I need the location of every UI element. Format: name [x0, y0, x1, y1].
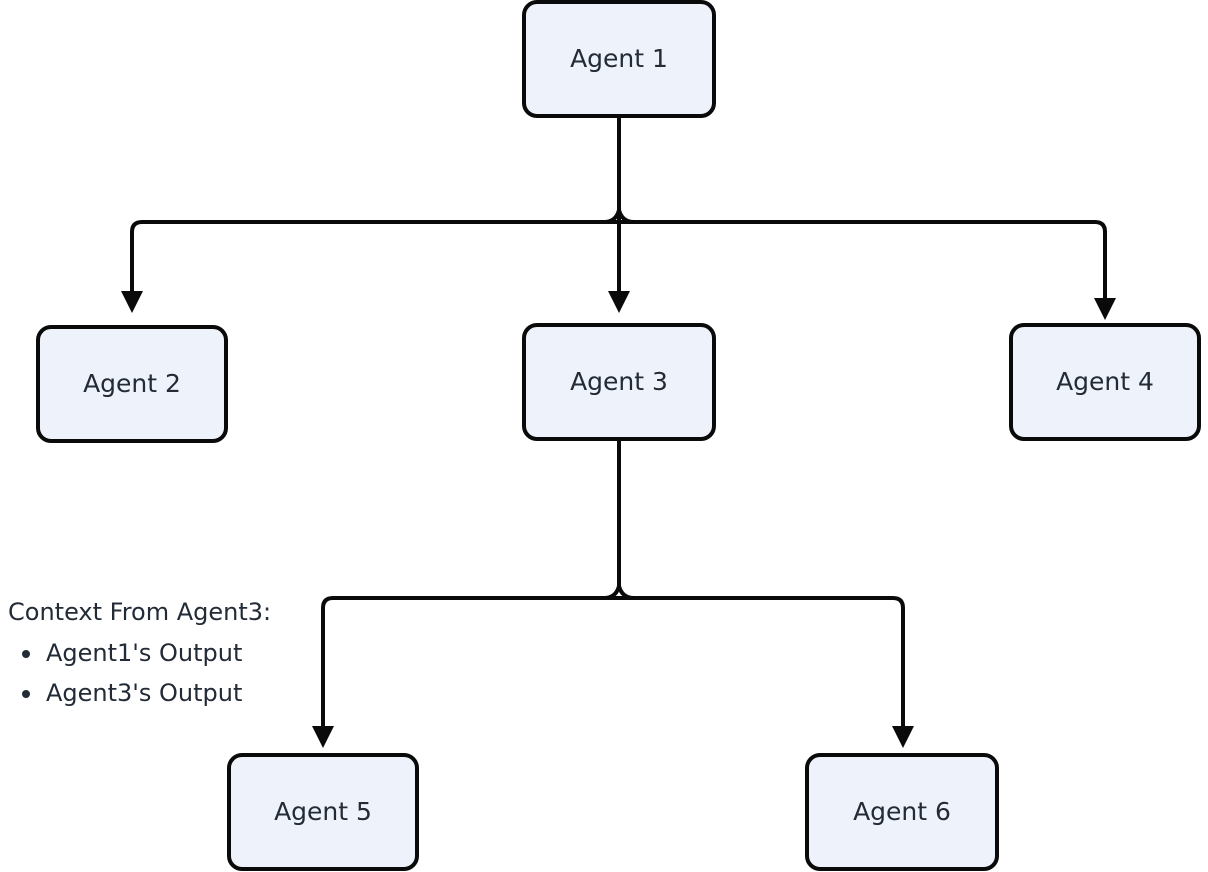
edge-agent3-agent5-arrowhead — [312, 726, 334, 748]
edge-junctions-layer — [603, 208, 635, 600]
edge-agent1-agent3-arrowhead — [608, 291, 630, 313]
node-agent2-shape[interactable] — [36, 325, 228, 443]
node-agent3[interactable]: Agent 3 — [522, 323, 716, 441]
junction-agent1-split — [603, 208, 635, 224]
edge-agent1-agent4-arrowhead — [1094, 298, 1116, 320]
edge-agent1-agent2-arrowhead — [121, 291, 143, 313]
edge-agent3-agent6 — [619, 596, 905, 731]
context-annotation-title: Context From Agent3: — [8, 598, 272, 626]
node-agent3-shape[interactable] — [522, 323, 716, 441]
node-agent5-shape[interactable] — [227, 753, 419, 871]
node-agent1-shape[interactable] — [522, 0, 716, 118]
node-agent5[interactable]: Agent 5 — [227, 753, 419, 871]
arrowheads-layer — [121, 291, 1116, 748]
edges-layer — [130, 116, 1107, 731]
edge-agent3-agent6-arrowhead — [892, 726, 914, 748]
node-agent2[interactable]: Agent 2 — [36, 325, 228, 443]
context-annotation-item: Agent1's Output — [8, 633, 338, 673]
context-annotation-item: Agent3's Output — [8, 673, 338, 713]
node-agent6-shape[interactable] — [805, 753, 999, 871]
node-agent1[interactable]: Agent 1 — [522, 0, 716, 118]
node-agent4[interactable]: Agent 4 — [1009, 323, 1201, 441]
edge-agent1-agent2 — [130, 116, 621, 296]
edge-agent3-agent5 — [321, 439, 621, 731]
node-agent4-shape[interactable] — [1009, 323, 1201, 441]
edge-agent1-agent4 — [619, 220, 1107, 303]
junction-agent3-split — [603, 584, 635, 600]
node-agent6[interactable]: Agent 6 — [805, 753, 999, 871]
